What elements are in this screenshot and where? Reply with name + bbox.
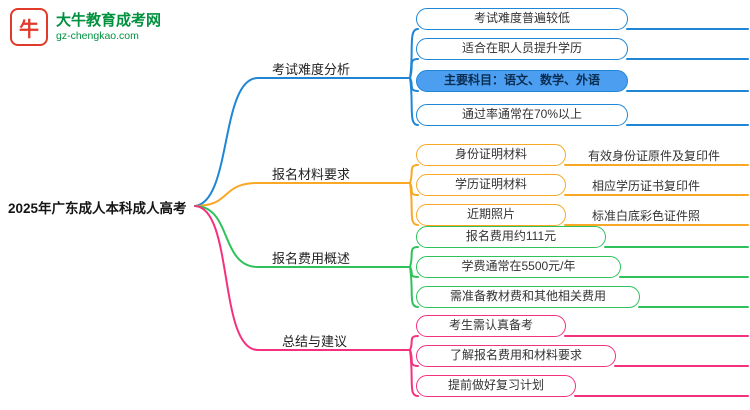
connector-root-materials — [194, 182, 259, 207]
node-suitable-workers[interactable]: 适合在职人员提升学历 — [416, 38, 628, 60]
node-tuition-fee[interactable]: 学费通常在5500元/年 — [416, 256, 621, 278]
node-recent-photo[interactable]: 近期照片 — [416, 204, 566, 226]
detail-diploma-materials[interactable]: 相应学历证书复印件 — [592, 179, 701, 193]
connector-root-summary — [194, 205, 259, 351]
branch-label-fees[interactable]: 报名费用概述 — [272, 251, 351, 266]
node-id-materials[interactable]: 身份证明材料 — [416, 144, 566, 166]
branch-label-materials[interactable]: 报名材料要求 — [272, 167, 351, 182]
detail-id-materials[interactable]: 有效身份证原件及复印件 — [588, 149, 721, 163]
connector-child — [409, 335, 419, 351]
node-pass-rate[interactable]: 通过率通常在70%以上 — [416, 104, 628, 126]
node-difficulty-low[interactable]: 考试难度普遍较低 — [416, 8, 628, 30]
branch-label-exam-difficulty[interactable]: 考试难度分析 — [272, 62, 351, 77]
logo-text-block: 大牛教育成考网 gz-chengkao.com — [56, 12, 161, 43]
branch-label-summary[interactable]: 总结与建议 — [282, 334, 348, 349]
node-diploma-materials[interactable]: 学历证明材料 — [416, 174, 566, 196]
connector-root-exam-difficulty — [194, 77, 259, 207]
logo-title: 大牛教育成考网 — [56, 11, 162, 29]
node-prepare-exam[interactable]: 考生需认真备考 — [416, 315, 566, 337]
node-know-fees[interactable]: 了解报名费用和材料要求 — [416, 345, 616, 367]
node-registration-fee[interactable]: 报名费用约111元 — [416, 226, 606, 248]
site-logo[interactable]: 牛 大牛教育成考网 gz-chengkao.com — [10, 8, 161, 46]
logo-subtitle: gz-chengkao.com — [56, 30, 139, 43]
connector-root-fees — [194, 205, 259, 268]
cow-logo-icon: 牛 — [10, 8, 48, 46]
node-main-subjects[interactable]: 主要科目：语文、数学、外语 — [416, 70, 628, 92]
node-review-plan[interactable]: 提前做好复习计划 — [416, 375, 576, 397]
node-textbook-fee[interactable]: 需准备教材费和其他相关费用 — [416, 286, 640, 308]
root-node[interactable]: 2025年广东成人本科成人高考 — [8, 201, 187, 216]
detail-recent-photo[interactable]: 标准白底彩色证件照 — [592, 209, 701, 223]
